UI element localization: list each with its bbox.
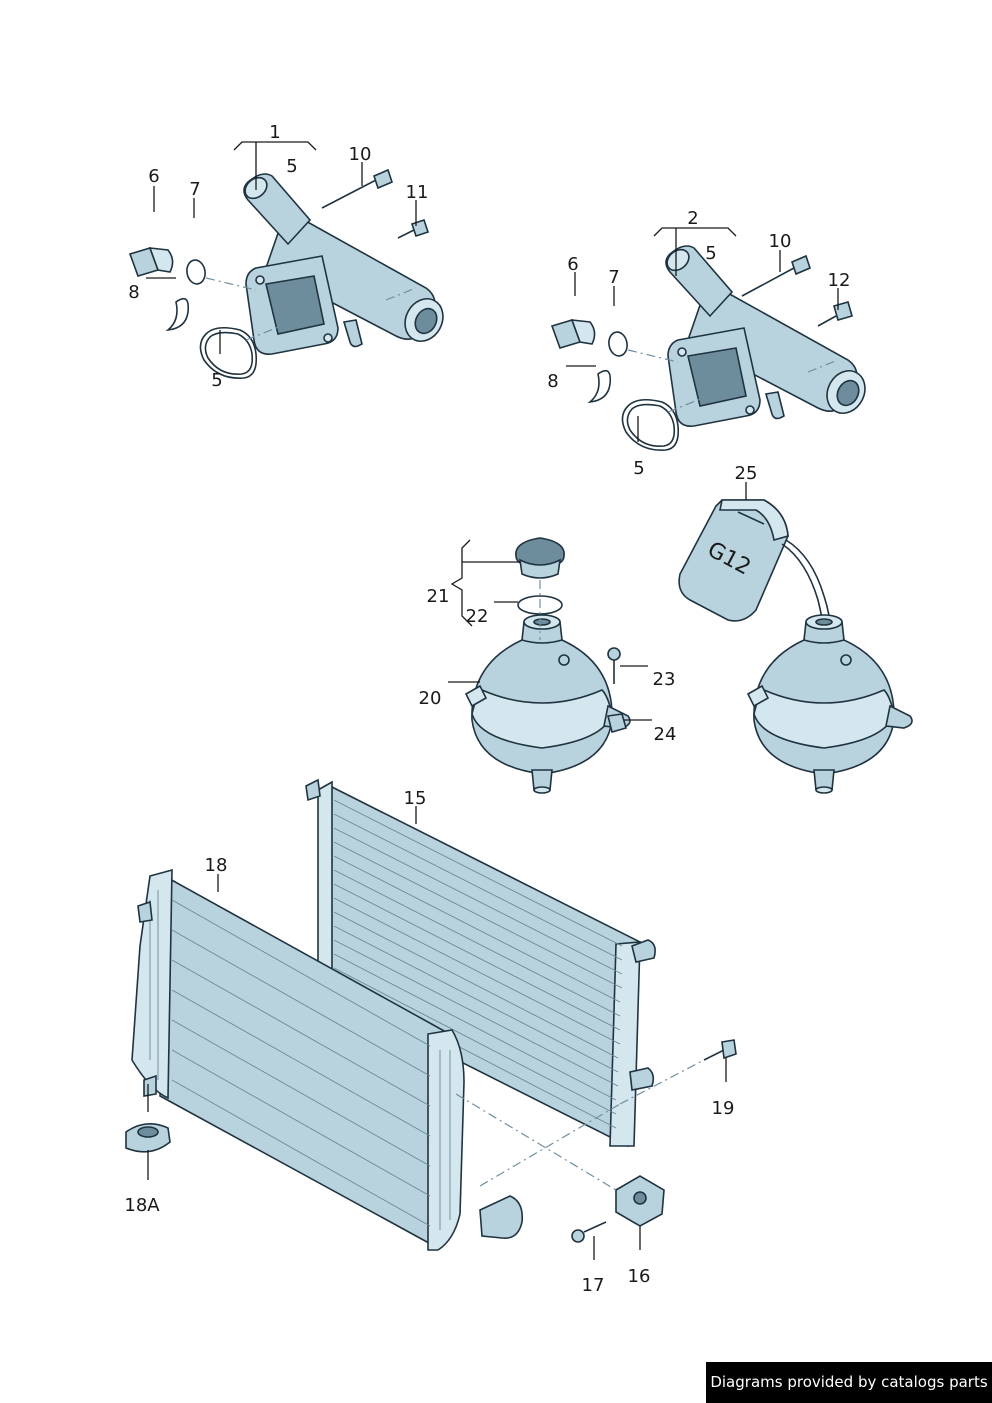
leaders-assembly-1 <box>146 141 417 354</box>
bolt-11 <box>397 218 430 239</box>
screw-17 <box>571 1221 607 1243</box>
axis-19b <box>479 1103 621 1187</box>
screw-19 <box>703 1039 737 1061</box>
leaders-assembly-2 <box>566 227 839 442</box>
axis-16 <box>455 1093 617 1191</box>
callout-8-a: 8 <box>128 282 139 303</box>
callout-7-b: 7 <box>608 267 619 288</box>
callout-25: 25 <box>735 463 758 484</box>
axis-19 <box>619 1059 705 1105</box>
callout-16: 16 <box>628 1266 651 1287</box>
callout-7-a: 7 <box>189 179 200 200</box>
bolt-10-a <box>321 168 393 209</box>
callout-11: 11 <box>406 182 429 203</box>
callout-6-a: 6 <box>148 166 159 187</box>
callout-18a: 18A <box>124 1195 160 1216</box>
callout-labels: 1 5 6 7 8 5 10 11 2 5 6 7 8 5 10 12 25 2… <box>124 122 850 1296</box>
credit-banner: Diagrams provided by catalogs parts <box>706 1362 992 1403</box>
rubber-mount-18A <box>125 1123 171 1153</box>
coolant-flange-assembly-2 <box>551 244 874 451</box>
bracket-16 <box>615 1175 665 1227</box>
callout-10-a: 10 <box>349 144 372 165</box>
coolant-bottle-25: G12 <box>678 499 833 651</box>
radiator-15 <box>305 778 656 1148</box>
callout-24: 24 <box>654 724 677 745</box>
callout-2: 2 <box>687 208 698 229</box>
leaders-tank <box>448 539 652 721</box>
callout-5-c: 5 <box>705 243 716 264</box>
expansion-tank-filling <box>747 614 913 794</box>
callout-5-d: 5 <box>633 458 644 479</box>
bolt-10-b <box>741 254 811 297</box>
callout-21: 21 <box>427 586 450 607</box>
callout-5-b: 5 <box>211 370 222 391</box>
callout-15: 15 <box>404 788 427 809</box>
callout-18: 18 <box>205 855 228 876</box>
filler-cap-21 <box>515 537 565 579</box>
coolant-flange-assembly-1 <box>129 168 452 379</box>
callout-6-b: 6 <box>567 254 578 275</box>
bolt-12 <box>817 301 853 327</box>
callout-23: 23 <box>653 669 676 690</box>
nut-24 <box>607 713 627 733</box>
callout-10-b: 10 <box>769 231 792 252</box>
expansion-tank-20 <box>465 614 631 794</box>
callout-5-a: 5 <box>286 156 297 177</box>
screw-23 <box>607 647 621 684</box>
callout-8-b: 8 <box>547 371 558 392</box>
callout-1: 1 <box>269 122 280 143</box>
callout-22: 22 <box>466 606 489 627</box>
callout-17: 17 <box>582 1275 605 1296</box>
callout-19: 19 <box>712 1098 735 1119</box>
callout-20: 20 <box>419 688 442 709</box>
callout-12: 12 <box>828 270 851 291</box>
charge-air-cooler-18 <box>131 868 524 1251</box>
